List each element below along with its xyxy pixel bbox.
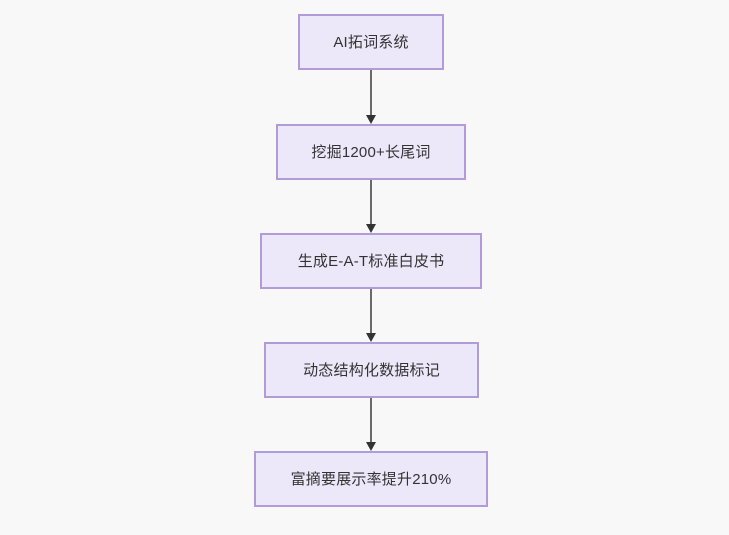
- arrowhead-down-icon: [366, 115, 376, 124]
- flowchart-node-label: 挖掘1200+长尾词: [311, 143, 431, 161]
- flowchart-node-label: 富摘要展示率提升210%: [290, 470, 452, 488]
- edge-line: [370, 70, 372, 115]
- flowchart-node-label: 生成E-A-T标准白皮书: [297, 252, 445, 270]
- arrowhead-down-icon: [366, 333, 376, 342]
- flowchart-node-n4[interactable]: 动态结构化数据标记: [264, 342, 479, 398]
- flowchart-node-label: AI拓词系统: [333, 33, 409, 51]
- flowchart-node-label: 动态结构化数据标记: [303, 361, 440, 379]
- flowchart-edge-n4-n5: [366, 398, 376, 451]
- edge-line: [370, 398, 372, 442]
- flowchart-node-n1[interactable]: AI拓词系统: [298, 14, 444, 70]
- arrowhead-down-icon: [366, 224, 376, 233]
- flowchart-edge-n1-n2: [366, 70, 376, 124]
- arrowhead-down-icon: [366, 442, 376, 451]
- flowchart-node-n5[interactable]: 富摘要展示率提升210%: [254, 451, 488, 507]
- flowchart-edge-n2-n3: [366, 180, 376, 233]
- flowchart-node-n3[interactable]: 生成E-A-T标准白皮书: [260, 233, 482, 289]
- edge-line: [370, 180, 372, 224]
- flowchart-node-n2[interactable]: 挖掘1200+长尾词: [276, 124, 466, 180]
- edge-line: [370, 289, 372, 333]
- flowchart-edge-n3-n4: [366, 289, 376, 342]
